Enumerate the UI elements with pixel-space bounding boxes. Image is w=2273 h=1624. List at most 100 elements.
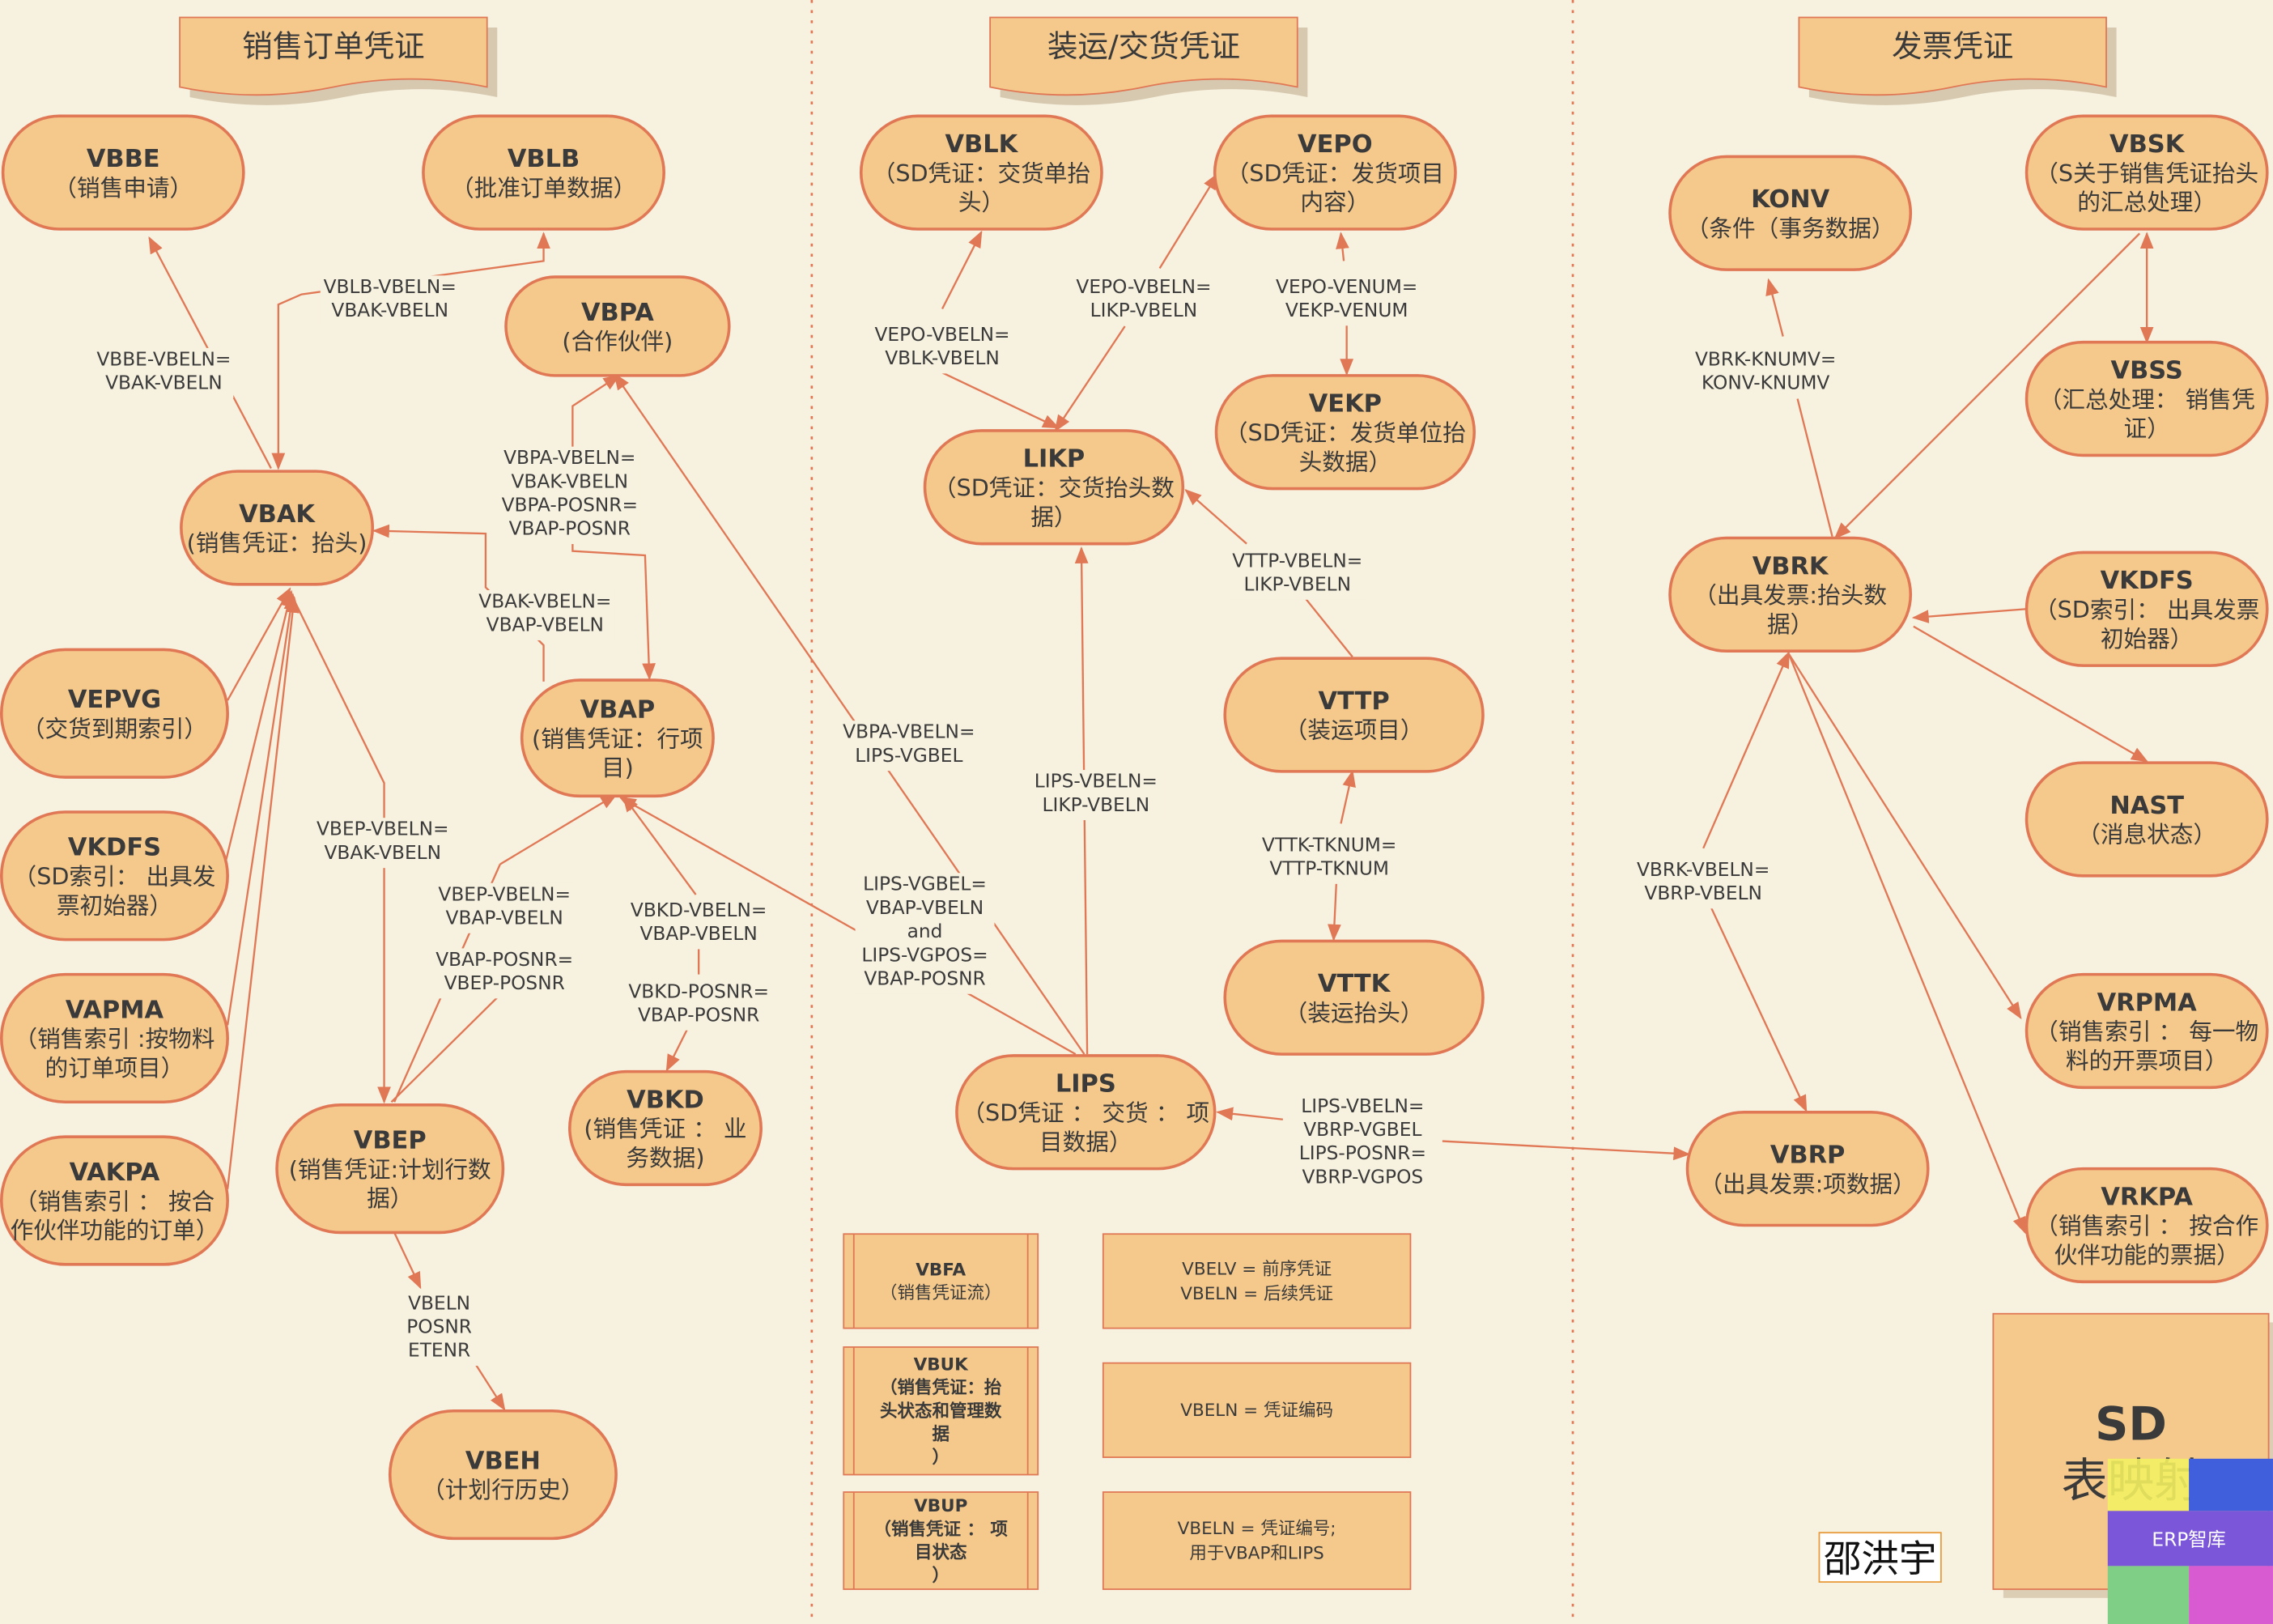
node-vbak: VBAK(销售凭证：抬头)	[180, 470, 375, 586]
edge-vepo-vblk	[941, 230, 983, 310]
node-description: (合作伙伴)	[562, 328, 673, 355]
node-shape	[2024, 1167, 2269, 1284]
node-description: （销售申请）	[53, 174, 193, 202]
node-description: 作伙伴功能的订单）	[11, 1217, 219, 1244]
node-title: VKDFS	[2101, 567, 2194, 595]
node-title: VBAK	[239, 500, 316, 529]
node-description: （条件（事务数据）	[1686, 215, 1895, 242]
edge-label-line: VBAK-VBELN	[105, 372, 223, 394]
box-description: （销售凭证 ： 项	[874, 1519, 1009, 1540]
edge-label-line: VBRK-KNUMV=	[1695, 348, 1836, 370]
node-description: （交货到期索引）	[22, 715, 207, 742]
box-description: 据	[932, 1425, 949, 1445]
node-title: VBEP	[354, 1127, 427, 1155]
edge-label-vblb-vbak: VBLB-VBELN=VBAK-VBELN	[320, 275, 460, 326]
node-description: （SD索引： 出具发	[14, 863, 216, 891]
node-title: VBKD	[627, 1086, 704, 1114]
header-text: 销售订单凭证	[242, 28, 425, 64]
edge-vakpa-vbak	[226, 595, 300, 1189]
node-shape	[1214, 374, 1476, 491]
edge-label-line: VEPO-VENUM=	[1276, 276, 1417, 298]
edge-vbrk-konv	[1769, 280, 1833, 537]
box-description: 目状态	[915, 1542, 967, 1563]
nodes: VBBE（销售申请）VBLB（批准订单数据）VBPA(合作伙伴)VBAK(销售凭…	[0, 114, 2269, 1541]
edge-label-vbpa-lips: VBPA-VBELN=LIPS-VGBEL	[839, 721, 979, 772]
edge-label-line: VTTP-VBELN=	[1232, 550, 1362, 572]
edge-likp-vepo	[1056, 174, 1218, 431]
node-title: KONV	[1751, 185, 1830, 214]
node-shape	[0, 810, 229, 942]
note-line: VBELN = 凭证编码	[1180, 1401, 1333, 1421]
edge-label-line: VBRP-VGBEL	[1303, 1119, 1421, 1141]
edge-label-line: LIPS-VGBEL=	[863, 874, 987, 895]
node-shape	[1223, 939, 1485, 1056]
node-description: 务数据)	[626, 1144, 704, 1171]
node-description: 头数据）	[1299, 448, 1392, 475]
node-description: 头）	[958, 189, 1005, 216]
edge-label-line: LIKP-VBELN	[1090, 300, 1198, 321]
node-description: 料的开票项目）	[2066, 1047, 2228, 1074]
edge-labels: VBBE-VBELN=VBAK-VBELNVBLB-VBELN=VBAK-VBE…	[94, 275, 1836, 1367]
edge-vbep-vbap	[390, 795, 617, 1103]
node-description: （销售索引 :按物料	[15, 1025, 215, 1052]
node-shape	[1223, 657, 1485, 773]
edge-label-lips-vbap: LIPS-VGBEL=VBAP-VBELNandLIPS-VGPOS=VBAP-…	[855, 873, 995, 994]
edge-vbap-vbkd	[667, 945, 700, 1070]
edge-label-line: LIKP-VBELN	[1243, 574, 1351, 596]
edge-label-line: VBRP-VGPOS	[1302, 1166, 1424, 1188]
edge-label-line: VBPA-POSNR=	[502, 495, 638, 517]
node-description: (销售凭证：行项	[532, 725, 703, 752]
edge-label-lips-vbrp: LIPS-VBELN=VBRP-VGBELLIPS-POSNR=VBRP-VGP…	[1293, 1095, 1433, 1192]
node-title: VAPMA	[66, 996, 164, 1024]
node-description: 的订单项目）	[45, 1054, 185, 1082]
node-vbpa: VBPA(合作伙伴)	[504, 275, 731, 377]
node-title: VRPMA	[2097, 988, 2198, 1017]
node-description: 证）	[2124, 415, 2170, 442]
edge-label-vbkd-vbap: VBKD-VBELN=VBAP-VBELN	[629, 899, 769, 950]
node-shape	[1668, 536, 1913, 653]
box-description: 头状态和管理数	[880, 1401, 1002, 1422]
node-title: VTTP	[1319, 687, 1390, 716]
node-description: 票初始器）	[57, 891, 172, 919]
edge-label-vbap-posnr: VBAP-POSNR=VBEP-POSNR	[435, 948, 575, 999]
edge-label-line: VBPA-VBELN=	[843, 721, 975, 743]
edge-label-vepo-vekp: VEPO-VENUM=VEKP-VENUM	[1276, 275, 1417, 326]
node-shape	[923, 429, 1185, 546]
box-description: （销售凭证流）	[880, 1283, 1001, 1303]
box-description: （销售凭证：抬	[880, 1377, 1002, 1398]
node-vttp: VTTP（装运项目）	[1223, 657, 1485, 773]
node-description: （装运抬头）	[1285, 999, 1424, 1027]
edge-label-line: VBEP-POSNR	[444, 972, 565, 994]
edge-label-vttk-vttp: VTTK-TKNUM=VTTP-TKNUM	[1260, 833, 1400, 884]
edge-label-vbep-vbap: VBEP-VBELN=VBAP-VBELN	[435, 882, 575, 933]
node-description: （SD凭证 ： 交货 ： 项	[962, 1099, 1209, 1127]
node-description: （销售索引 ： 按合	[15, 1188, 215, 1215]
edge-vbeh-vbep	[393, 1231, 504, 1409]
edge-label-line: VBAK-VBELN	[331, 300, 448, 321]
edges	[148, 174, 2154, 1409]
node-shape	[1213, 114, 1457, 231]
edge-label-line: VEPO-VBELN=	[874, 324, 1009, 346]
node-vepvg: VEPVG（交货到期索引）	[0, 648, 229, 779]
node-description: （汇总处理： 销售凭	[2039, 385, 2255, 413]
edge-vttk-vttp	[1334, 772, 1353, 940]
node-shape	[859, 114, 1103, 231]
node-shape	[0, 648, 229, 779]
node-description: 据）	[1767, 610, 1813, 638]
node-shape	[0, 972, 229, 1104]
watermark-logo: ERP智库	[2107, 1458, 2273, 1624]
node-title: VKDFS	[68, 834, 161, 862]
edge-label-line: VBAK-VBELN	[324, 842, 441, 864]
